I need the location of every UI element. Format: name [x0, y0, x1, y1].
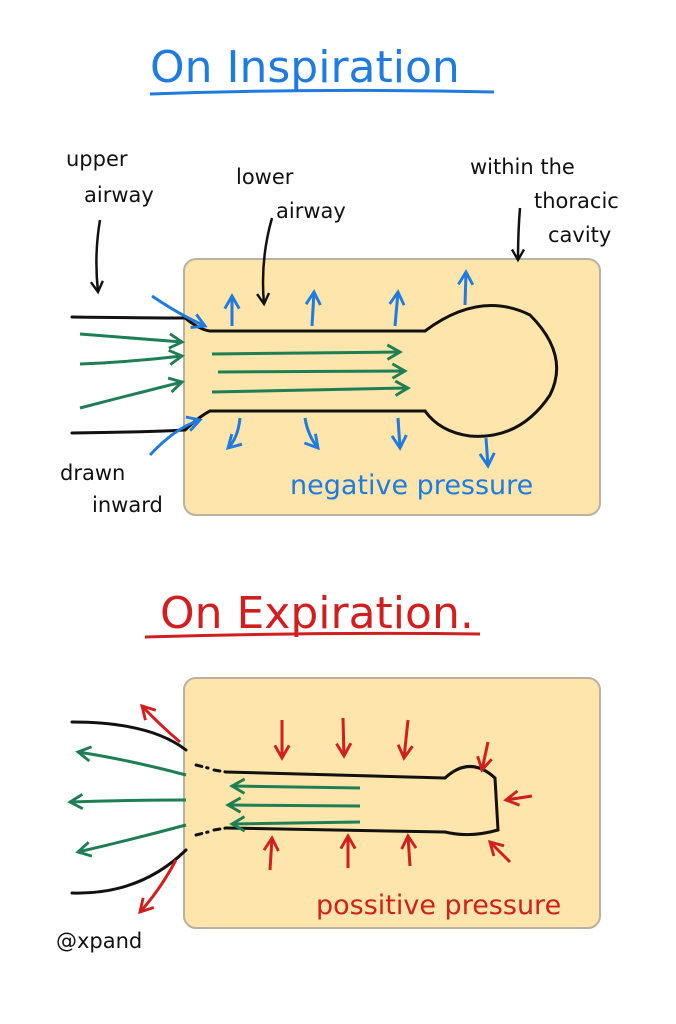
expiration-pressure-arrows [138, 703, 533, 915]
pressure-arrow [303, 417, 320, 451]
pressure-arrow [388, 289, 406, 327]
pressure-arrow [140, 703, 181, 744]
airflow-arrow [79, 348, 185, 366]
pressure-arrow [476, 741, 493, 773]
airflow-arrow [211, 343, 403, 361]
pressure-arrow [478, 437, 496, 469]
pointer-arrow [89, 219, 104, 295]
airflow-arrow [217, 362, 408, 380]
label-drawn-inward-line2: inward [92, 493, 163, 517]
inspiration-airway-outline [70, 304, 559, 438]
inspiration-pressure-arrows [148, 269, 496, 469]
airflow-arrow [225, 796, 361, 814]
pressure-arrow [503, 789, 533, 807]
pressure-arrow [148, 415, 203, 457]
pointer-arrow [256, 217, 274, 307]
expiration-panel: On Expiration. [56, 588, 601, 953]
inspiration-title-underline [149, 88, 495, 96]
expiration-title: On Expiration. [160, 588, 474, 639]
airflow-arrow [75, 823, 187, 858]
pointer-arrow [510, 207, 526, 263]
pressure-arrow [138, 859, 178, 915]
label-upper-airway-line2: airway [84, 183, 154, 207]
label-thoracic-line3: cavity [548, 223, 611, 247]
airflow-arrow [75, 745, 187, 777]
airflow-arrow [229, 777, 361, 795]
airflow-arrow [229, 815, 361, 833]
expiration-outer-airflow [67, 745, 187, 858]
expiration-inner-airflow [225, 777, 361, 833]
inspiration-panel: On Inspiration [60, 42, 619, 517]
pressure-arrow [225, 417, 243, 451]
airflow-arrow [79, 376, 185, 410]
airflow-arrow [211, 379, 411, 397]
label-thoracic-line2: thoracic [534, 189, 619, 213]
airflow-arrow [79, 332, 185, 350]
inspiration-inner-airflow [211, 343, 411, 397]
inspiration-title: On Inspiration [150, 42, 460, 93]
inspiration-label-pointers [89, 207, 526, 307]
label-drawn-inward-line1: drawn [60, 461, 125, 485]
pressure-arrow [457, 269, 475, 306]
pressure-arrow [390, 417, 408, 451]
pressure-arrow [335, 717, 353, 759]
label-lower-airway-line1: lower [236, 165, 294, 189]
pressure-arrow [400, 833, 418, 867]
negative-pressure-label: negative pressure [290, 470, 533, 501]
pressure-arrow [151, 294, 208, 329]
label-upper-airway-line1: upper [66, 147, 128, 171]
expiration-airway-outline [70, 720, 500, 895]
label-lower-airway-line2: airway [276, 199, 346, 223]
pressure-arrow [262, 835, 280, 871]
pressure-arrow [304, 289, 322, 327]
label-thoracic-line1: within the [470, 155, 575, 179]
thoracic-cavity-box-expiration [183, 677, 601, 929]
inspiration-outer-airflow [79, 332, 185, 410]
label-expand: @xpand [56, 929, 142, 953]
expiration-title-underline [144, 631, 481, 639]
pressure-arrow [396, 719, 414, 761]
positive-pressure-label: possitive pressure [316, 890, 561, 921]
airflow-arrow [67, 793, 187, 811]
pressure-arrow [487, 839, 512, 864]
